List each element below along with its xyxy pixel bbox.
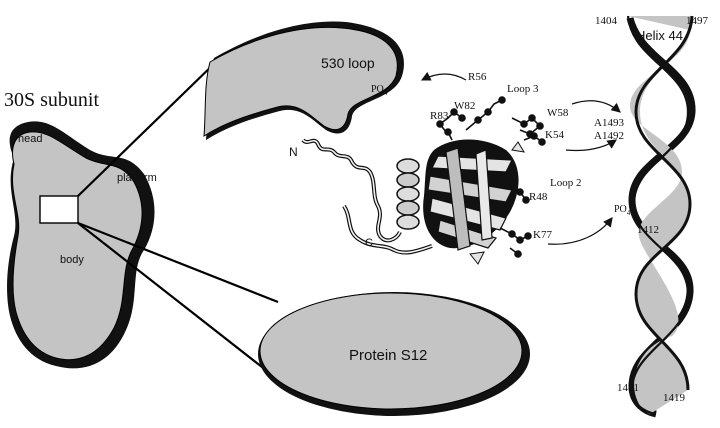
- n-terminal-coil-highlight: [302, 139, 401, 242]
- loop2-label: Loop 2: [550, 177, 581, 189]
- zoom-line-mid: [77, 221, 279, 304]
- helix-num-1419: 1419: [663, 392, 686, 404]
- c-terminal-coil-highlight: [343, 205, 433, 254]
- residue-r48: R48: [529, 191, 548, 203]
- loop530-shape: [203, 26, 398, 137]
- loop530-label: 530 loop: [321, 55, 375, 71]
- loop530-phosphate: PO4: [371, 84, 388, 97]
- subunit-head-label: head: [18, 133, 42, 145]
- residue-k54: K54: [545, 129, 564, 141]
- arrow-k77-to-po4: [547, 217, 613, 245]
- residue-r56: R56: [468, 71, 487, 83]
- nucleotide-a1492: A1492: [594, 130, 624, 142]
- residue-k77: K77: [533, 229, 552, 241]
- protein-structure: N C: [289, 96, 546, 265]
- zoom-line-bottom: [77, 222, 277, 379]
- subunit-30s: 30S subunit head platform body: [4, 89, 157, 369]
- protein-s12-region: Protein S12: [258, 292, 530, 416]
- helix44-ribbon: [628, 16, 692, 414]
- helix44-edge-b: [626, 15, 690, 416]
- subunit-site-box: [39, 195, 79, 224]
- loop530-region: 530 loop PO4: [203, 21, 404, 140]
- helix-num-1404: 1404: [595, 15, 618, 27]
- nucleotide-a1493: A1493: [594, 117, 624, 129]
- subunit-body-label: body: [60, 254, 84, 266]
- residue-r83: R83: [430, 110, 449, 122]
- s12-shape: [259, 292, 523, 410]
- beta-barrel: [423, 139, 525, 265]
- loop3-label: Loop 3: [507, 83, 539, 95]
- arrow-r56-to-po4: [420, 71, 467, 81]
- helix-num-1412: 1412: [637, 224, 659, 236]
- residue-w58: W58: [547, 107, 569, 119]
- helix-num-1481: 1481: [617, 382, 639, 394]
- zoom-line-top: [77, 59, 219, 197]
- helix-num-1497: 1497: [686, 15, 709, 27]
- arrow-to-a1492: [565, 139, 617, 152]
- arrow-to-a1493: [571, 100, 621, 113]
- helix44-edge-a: [634, 15, 694, 391]
- helix44: Helix 44 1404 1497 1412 1481 1419: [595, 15, 709, 418]
- helix44-label: Helix 44: [636, 28, 683, 43]
- side-chains: [436, 96, 546, 258]
- c-terminal-coil: [342, 204, 433, 255]
- subunit-title: 30S subunit: [4, 89, 99, 111]
- alpha-helix: [396, 158, 420, 230]
- helix-phosphate: PO4: [614, 204, 631, 217]
- subunit-platform-label: platform: [117, 172, 157, 184]
- subunit-body: [12, 131, 143, 361]
- c-terminus-label: C: [365, 237, 373, 249]
- s12-label: Protein S12: [349, 347, 427, 364]
- n-terminus-label: N: [289, 145, 298, 159]
- residue-w82: W82: [454, 100, 475, 112]
